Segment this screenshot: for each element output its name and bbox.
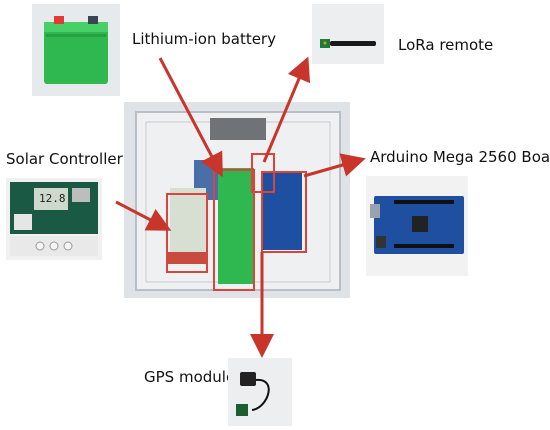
solar-controller-photo: 12.8 <box>6 178 102 260</box>
label-lithium-ion-battery: Lithium-ion battery <box>132 30 276 48</box>
solar-display-reading: 12.8 <box>39 192 66 205</box>
arrow-battery <box>158 57 223 178</box>
arduino-board-photo <box>366 176 468 276</box>
highlight-lora <box>251 153 275 193</box>
arrow-lora <box>262 56 311 163</box>
highlight-arduino <box>261 171 307 253</box>
label-arduino-mega: Arduino Mega 2560 Board <box>370 148 550 166</box>
label-solar-controller: Solar Controller <box>6 150 123 168</box>
arrow-arduino <box>303 153 366 178</box>
arrow-solar-controller <box>115 200 172 231</box>
label-lora-remote: LoRa remote <box>398 36 494 54</box>
highlight-battery <box>213 169 255 291</box>
lora-remote-photo <box>312 4 384 64</box>
battery-photo <box>32 4 120 96</box>
gps-module-photo <box>228 358 292 426</box>
label-gps-module: GPS module <box>144 368 236 386</box>
highlight-solar-controller <box>166 193 208 273</box>
